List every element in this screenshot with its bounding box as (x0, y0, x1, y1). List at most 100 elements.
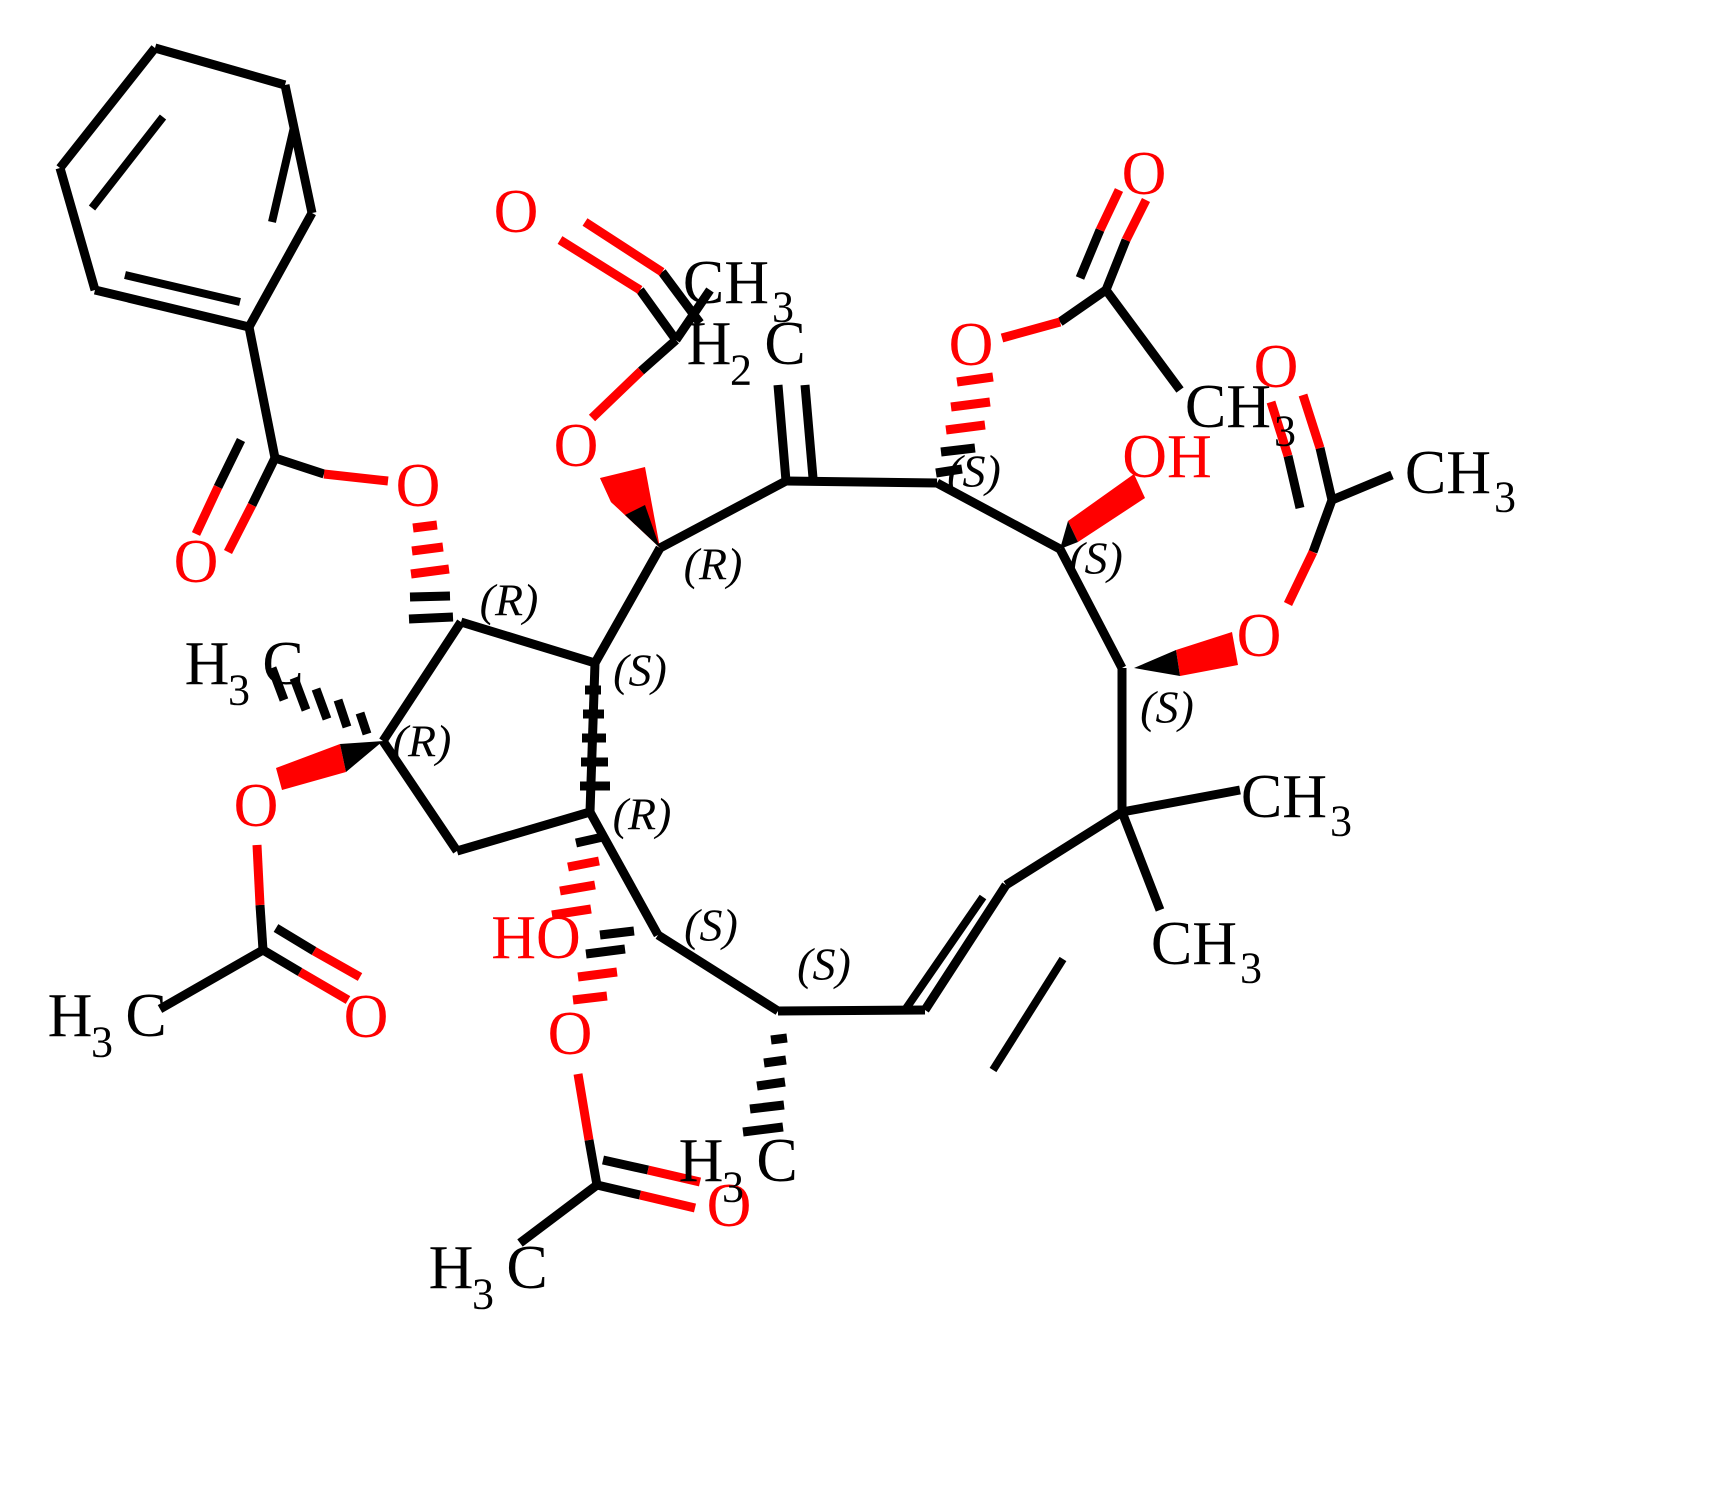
acetate-b-hash-wedge (572, 926, 635, 1005)
mc-bond-2 (657, 477, 789, 552)
benzoate-co-a-blk (247, 456, 280, 507)
acetate-bottom-group (517, 926, 702, 1247)
cp-bond-5 (459, 617, 597, 668)
ring-methyl-hash-wedge (267, 666, 372, 736)
cp-bond-3 (455, 807, 592, 856)
acetate-r-c-o-red (1283, 550, 1318, 606)
acetate-b-co-a-blk (595, 1180, 642, 1200)
svg-text:C: C (756, 1127, 797, 1195)
oxygen-label-acetate-bottom-ester: O (548, 1000, 593, 1068)
methyl-label-acetate-top: CH 3 (683, 249, 794, 332)
svg-text:H: H (429, 1234, 474, 1302)
svg-text:CH: CH (1241, 763, 1327, 831)
gem-methyl-upper-bond (1121, 785, 1241, 817)
oxygen-label-acetate-left-carbonyl: O (344, 983, 389, 1051)
acetate-r-wedge-red (1176, 632, 1238, 676)
acetate-r-co-b-red (1266, 400, 1293, 458)
acetate-l-c-o-red (252, 844, 265, 906)
mc-bond-11 (586, 809, 662, 938)
acetate-top-c-o-blk (638, 336, 679, 375)
mc-bond-9 (777, 1005, 926, 1016)
svg-text:3: 3 (472, 1270, 494, 1319)
benzene-bond-5 (280, 84, 317, 214)
stereo-descriptor-5: (R) (613, 789, 672, 840)
oxygen-label-acetate-top-ester: O (554, 412, 599, 480)
methyl-label-gem-upper: CH 3 (1241, 763, 1352, 846)
svg-text:CH: CH (1405, 439, 1491, 507)
acetate-top-group (557, 218, 714, 548)
mc-bond-5 (1056, 546, 1126, 671)
methyl-label-bottom-stereocenter: H 3 C (679, 1127, 798, 1212)
cp-bond-1 (379, 619, 465, 744)
svg-text:2: 2 (730, 346, 752, 395)
oxygen-label-acetate-top-carbonyl: O (494, 178, 539, 246)
acetate-top-co-a-blk (636, 287, 680, 343)
stereo-descriptor-8: (S) (947, 446, 1001, 497)
right-hydroxyl-wedge (1060, 474, 1145, 549)
acetate-left-group (157, 741, 383, 1013)
svg-text:3: 3 (1240, 944, 1262, 993)
svg-text:C: C (125, 982, 166, 1050)
stereo-descriptor-2: (R) (684, 539, 743, 590)
oxygen-label-benzoate-ester: O (396, 452, 441, 520)
benzoate-hash-wedge (408, 520, 454, 624)
acetate-r-wedge-black (1134, 650, 1180, 676)
oxygen-label-acetate-right-ester: O (1237, 602, 1282, 670)
acetate-ur-c-ch3 (1102, 287, 1184, 393)
svg-text:3: 3 (722, 1163, 744, 1212)
acetate-top-c-o-red (588, 367, 645, 422)
acetate-l-co-a-blk (260, 946, 303, 976)
mc-bond-8-inner (989, 956, 1067, 1073)
acetate-b-co-b-red (646, 1165, 702, 1187)
mc-bond-8-a (921, 882, 1010, 1013)
mc-bond-4 (934, 479, 1063, 553)
acetate-b-c-o-blk (584, 1139, 602, 1186)
stereo-descriptor-7: (S) (797, 939, 851, 990)
acetate-b-co-a-red (638, 1190, 697, 1213)
tertiary-hydroxyl-hash (551, 832, 604, 920)
benzoate-c-o-blk (273, 453, 326, 479)
oh-wedge-red (1068, 474, 1145, 542)
svg-text:C: C (506, 1234, 547, 1302)
benzoate-co-a-red (223, 502, 257, 555)
svg-text:H: H (48, 982, 93, 1050)
oxygen-label-benzoate-carbonyl: O (174, 528, 219, 596)
methyl-label-ring: H 3 C (185, 630, 304, 715)
acetate-upper-right-group (935, 188, 1184, 478)
acetate-r-co-b-blk (1283, 454, 1305, 510)
svg-text:3: 3 (1330, 797, 1352, 846)
macrocycle-ring (586, 476, 1127, 1073)
oxygen-label-acetate-upper-right-carbonyl: O (1122, 140, 1167, 208)
cp-bond-2 (379, 738, 461, 854)
exo-alkene-a (773, 384, 791, 482)
oxygen-label-acetate-bottom-carbonyl: O (707, 1172, 752, 1240)
svg-text:CH: CH (1185, 373, 1271, 441)
methyl-label-acetate-right: CH 3 (1405, 439, 1516, 522)
acetate-r-co-a-red (1298, 393, 1325, 450)
methyl-label-acetate-bottom: H 3 C (429, 1234, 548, 1319)
acetate-l-ch3-c (157, 946, 266, 1013)
phenyl-ring (55, 43, 317, 332)
methyl-label-acetate-left: H 3 C (48, 982, 167, 1067)
svg-text:3: 3 (91, 1018, 113, 1067)
stereo-descriptor-6: (S) (684, 900, 738, 951)
mc-bond-3 (785, 476, 938, 488)
acetate-l-wedge-black (340, 741, 383, 772)
benzene-bond-1 (56, 45, 159, 171)
acetate-l-co-a-red (297, 968, 351, 1004)
acetate-ur-hash-wedge (935, 372, 994, 478)
acetate-top-co-b-blk (658, 269, 704, 326)
acetate-r-c-o-blk (1308, 498, 1337, 554)
benzene-inner-2 (124, 271, 241, 306)
bottom-methyl-hash-wedge (742, 1033, 788, 1137)
acetate-r-c-ch3 (1330, 470, 1394, 505)
stereo-descriptor-10: (S) (1140, 682, 1194, 733)
acetate-ur-co-b-red (1095, 188, 1124, 232)
oxygen-label-acetate-left-ester: O (234, 772, 279, 840)
oh-wedge-black (1060, 521, 1078, 549)
mc-bond-1 (591, 545, 664, 666)
stereo-descriptor-1: (R) (480, 575, 539, 626)
acetate-ur-c-o-blk (1057, 286, 1109, 326)
benzoate-bond-to-carbonyl (244, 326, 280, 459)
